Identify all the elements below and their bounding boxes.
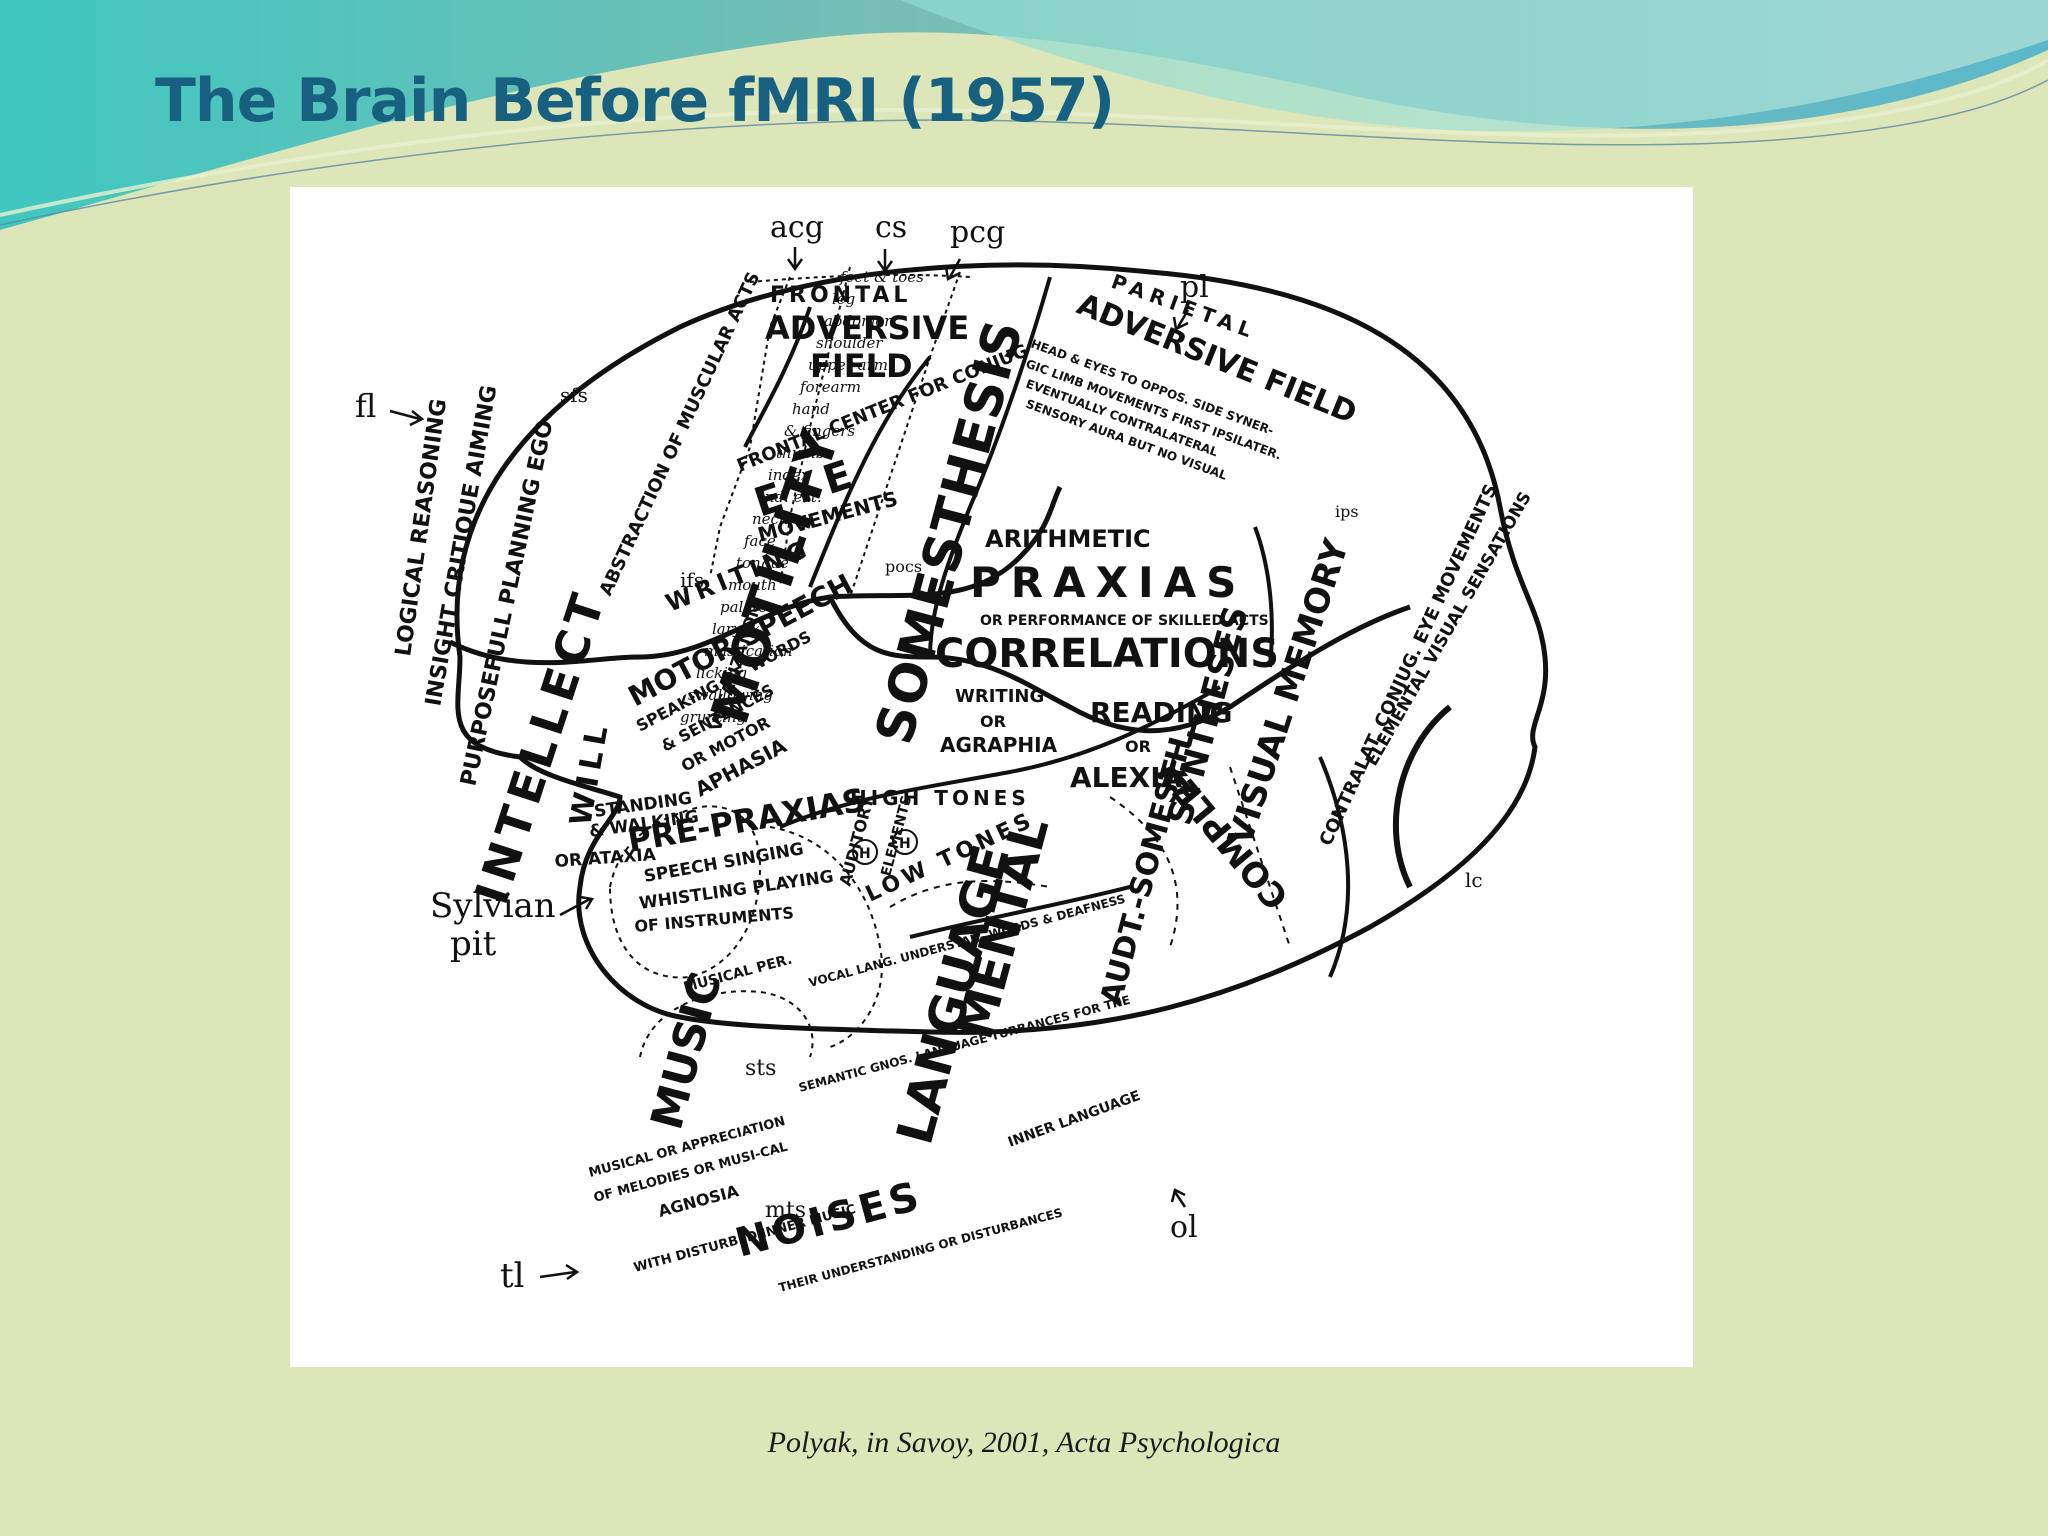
label-abstraction: ABSTRACTION OF MUSCULAR ACTS — [595, 269, 764, 599]
strip-label: shoulder — [816, 334, 883, 352]
strip-label: thumb — [776, 444, 825, 462]
pointer-ol: ol — [1170, 1210, 1198, 1245]
label-contralat: CONTRALAT. CONJUG. EYE MOVEMENTS — [1315, 481, 1502, 849]
brain-map-figure: acg cs pcg pl fl Sylvian pit tl ol sfs i… — [290, 187, 1693, 1367]
pointer-cs: cs — [875, 210, 907, 245]
sulcus-sfs: sfs — [560, 383, 588, 407]
label-frontal: FRONTAL — [770, 283, 911, 308]
label-h1: H — [859, 846, 871, 862]
strip-label: tongue — [736, 554, 789, 572]
strip-label: hand — [792, 400, 830, 418]
strip-label: feet & toes — [839, 268, 924, 286]
figure-caption: Polyak, in Savoy, 2001, Acta Psychologic… — [767, 1426, 1281, 1459]
sulcus-lc: lc — [1465, 868, 1483, 892]
strip-label: face — [743, 532, 776, 550]
label-high-tones: HIGH TONES — [850, 786, 1030, 810]
motor-strip-labels: feet & toes leg abdomen shoulder upper arm fo… — [680, 268, 924, 726]
strip-label: palate — [720, 598, 767, 616]
label-correlations: CORRELATIONS — [935, 631, 1279, 677]
label-reading: READING — [1090, 696, 1232, 729]
strip-label: mastication — [704, 642, 793, 660]
label-or-2: OR — [1125, 737, 1151, 756]
sulcus-ifs: ifs — [680, 568, 704, 592]
brain-outline — [454, 262, 1549, 1035]
label-elemental: ELEMENTAL VISUAL SENSATIONS — [1362, 488, 1536, 769]
sulcus-sts: sts — [745, 1056, 776, 1081]
slide-title: The Brain Before fMRI (1957) — [155, 66, 1115, 136]
label-writing2: WRITING — [955, 686, 1044, 707]
label-h2: H — [899, 836, 911, 852]
label-music: MUSIC — [641, 967, 732, 1135]
strip-label: abdomen — [824, 312, 894, 330]
strip-label: & fingers — [784, 422, 855, 440]
strip-label: index — [768, 466, 810, 484]
strip-label: mouth — [728, 576, 777, 594]
label-arithmetic: ARITHMETIC — [985, 525, 1151, 553]
label-or-1: OR — [980, 712, 1006, 731]
header-wave-decoration — [0, 0, 2048, 230]
label-field: FIELD — [810, 347, 913, 385]
pointer-acg: acg — [770, 210, 824, 245]
label-alexia: ALEXIA — [1070, 761, 1183, 794]
label-adversive: ADVERSIVE — [765, 309, 969, 347]
strip-label: leg — [832, 290, 855, 308]
label-inner-lang: INNER LANGUAGE — [1006, 1088, 1143, 1151]
label-or-performance: OR PERFORMANCE OF SKILLED ACTS — [980, 613, 1269, 629]
sulcus-pocs: pocs — [885, 557, 922, 576]
strip-label: ind. ext. — [760, 488, 822, 506]
label-praxias: PRAXIAS — [970, 558, 1246, 607]
pointer-pl: pl — [1180, 270, 1209, 305]
strip-label: larynx — [712, 620, 760, 638]
sulcus-mts: mts — [765, 1198, 806, 1223]
brain-diagram: acg cs pcg pl fl Sylvian pit tl ol sfs i… — [355, 210, 1549, 1296]
pointer-fl: fl — [355, 387, 376, 425]
label-agnosia: AGNOSIA — [656, 1181, 741, 1221]
strip-label: grunting — [680, 708, 746, 726]
pointer-tl: tl — [500, 1256, 525, 1296]
strip-label: swallowing — [688, 686, 773, 704]
pointer-sylvian-2: pit — [450, 924, 497, 964]
sulcus-ips: ips — [1335, 502, 1359, 521]
strip-label: upper arm — [808, 356, 888, 374]
pointer-sylvian-1: Sylvian — [430, 886, 556, 926]
label-agraphia: AGRAPHIA — [940, 733, 1058, 757]
pointer-pcg: pcg — [950, 215, 1005, 250]
strip-label: licking — [696, 664, 747, 682]
strip-label: neck — [752, 510, 788, 528]
strip-label: forearm — [799, 378, 861, 396]
